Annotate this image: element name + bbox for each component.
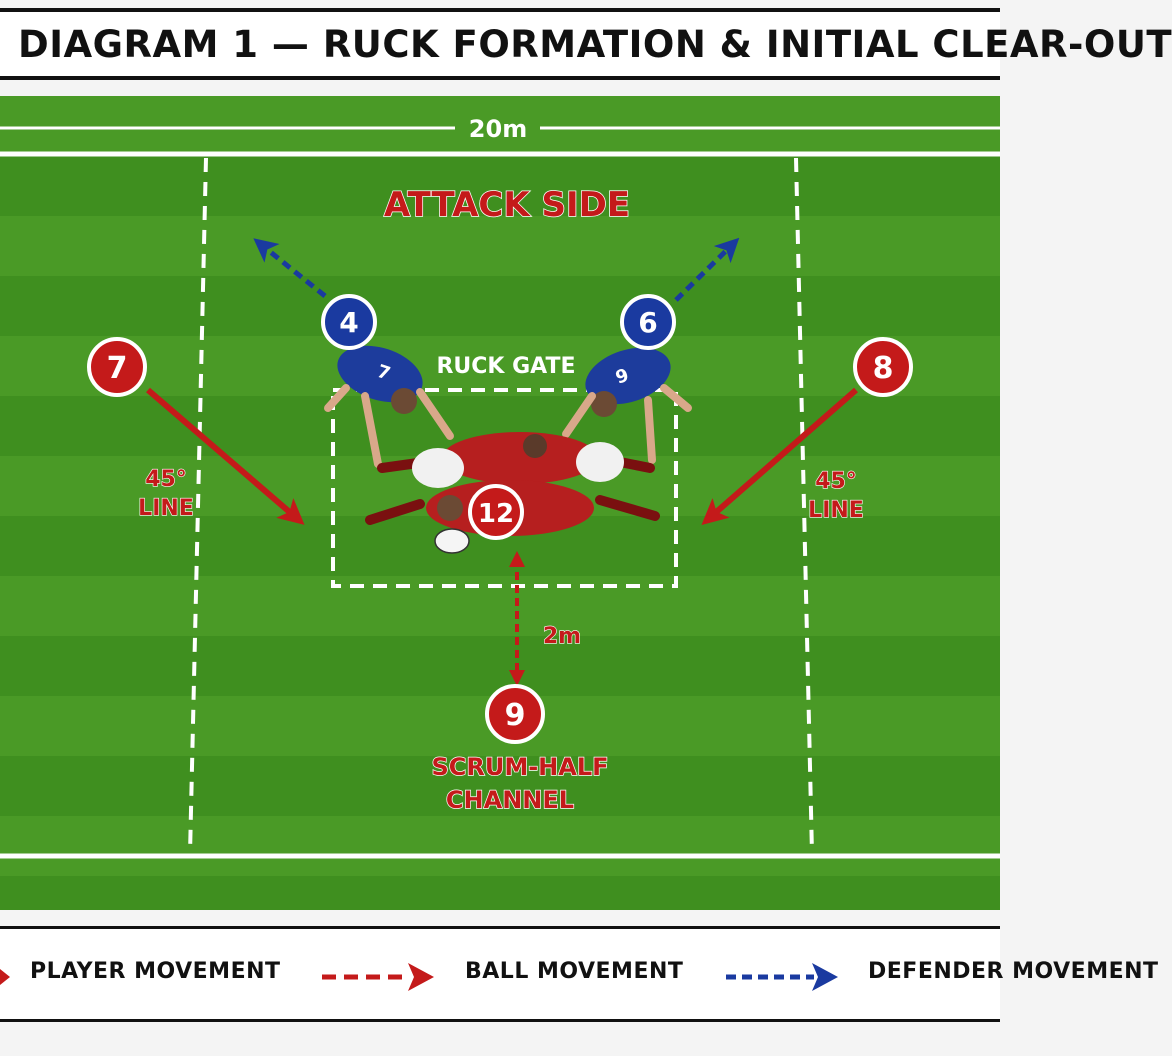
player-marker-7[interactable]: 7	[87, 337, 147, 397]
player-12-number: 12	[478, 499, 514, 529]
legend: PLAYER MOVEMENT BALL MOVEMENT DEFENDER M…	[0, 926, 1159, 1022]
player-marker-12[interactable]: 12	[468, 484, 524, 540]
title-bar: DIAGRAM 1 — RUCK FORMATION & INITIAL CLE…	[0, 8, 1172, 80]
defender-movement-swatch	[726, 963, 838, 991]
player-6-number: 6	[638, 306, 657, 339]
legend-player-movement: PLAYER MOVEMENT	[30, 959, 281, 984]
ruck-pile	[365, 432, 660, 554]
player-8-number: 8	[873, 351, 894, 386]
channel-label-bottom: CHANNEL	[446, 786, 574, 814]
player-marker-9[interactable]: 9	[485, 684, 545, 744]
ruck-gate-label: RUCK GATE	[436, 354, 575, 379]
defender-4-figure: 7	[324, 345, 454, 468]
legend-ball-movement: BALL MOVEMENT	[465, 959, 684, 984]
defender-6-figure: 9	[562, 347, 692, 464]
player-marker-8[interactable]: 8	[853, 337, 913, 397]
ruck-gate-box	[331, 388, 678, 588]
rugby-field: 20m ATTACK SIDE RUCK GATE 7 9	[0, 96, 1000, 910]
player-9-number: 9	[505, 698, 526, 733]
left-channel-line	[188, 157, 208, 855]
distance-label: 2m	[543, 624, 581, 649]
rugby-ball	[434, 528, 470, 554]
player-movement-swatch	[0, 969, 10, 985]
defender-6-movement-arrow	[674, 237, 740, 302]
right-line-label: LINE	[808, 498, 864, 523]
player-7-number: 7	[107, 351, 128, 386]
player-4-number: 4	[339, 306, 358, 339]
svg-text:9: 9	[613, 365, 631, 389]
ball-movement-swatch	[322, 963, 434, 991]
svg-text:7: 7	[374, 361, 392, 385]
player-8-movement-arrow	[701, 387, 858, 525]
player-marker-4[interactable]: 4	[321, 294, 377, 350]
player-7-movement-arrow	[146, 387, 305, 525]
player-marker-6[interactable]: 6	[620, 294, 676, 350]
legend-defender-movement: DEFENDER MOVEMENT	[868, 959, 1159, 984]
attack-side-label: ATTACK SIDE	[384, 185, 630, 225]
right-channel-line	[794, 157, 814, 855]
right-angle-label: 45°	[815, 469, 857, 494]
diagram-title: DIAGRAM 1 — RUCK FORMATION & INITIAL CLE…	[18, 23, 1172, 66]
width-label: 20m	[469, 115, 527, 143]
channel-label-top: SCRUM-HALF	[431, 753, 608, 781]
left-line-label: LINE	[138, 496, 194, 521]
left-angle-label: 45°	[145, 467, 187, 492]
